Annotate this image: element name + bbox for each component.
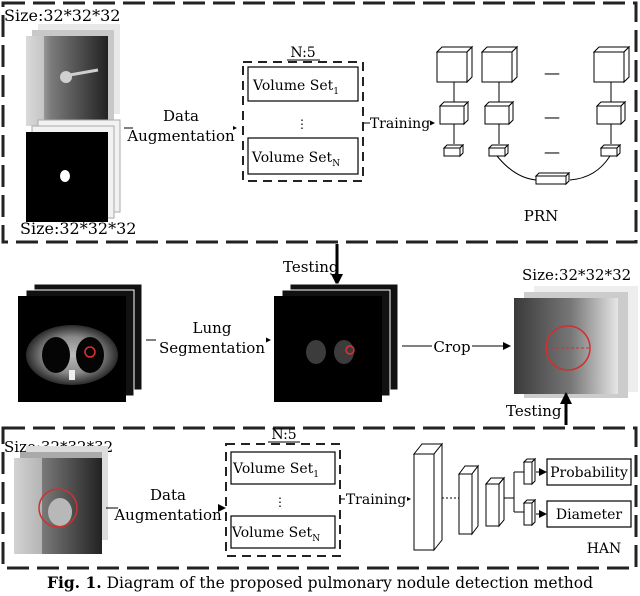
nodule-patch-stack-bottom — [14, 446, 108, 554]
volume-set-group-bottom — [225, 443, 341, 557]
diameter-box — [546, 500, 632, 528]
caption-label: Fig. 1. — [46, 573, 102, 592]
nodule-patch-stack — [26, 24, 120, 126]
prn-dash-1: — — [544, 63, 560, 82]
aug-label-bottom-1: Data — [150, 486, 186, 504]
volume-set-first-bottom: Volume Set1 — [232, 461, 319, 480]
volume-set-group — [242, 61, 364, 182]
han-network — [412, 442, 537, 552]
prn-network — [435, 45, 631, 186]
n-label-bottom: N:5 — [271, 427, 296, 443]
caption-text: Diagram of the proposed pulmonary nodule… — [101, 574, 594, 592]
probability-label: Probability — [550, 465, 628, 481]
diameter-label: Diameter — [556, 507, 623, 523]
figure-caption: Fig. 1. Diagram of the proposed pulmonar… — [0, 573, 640, 592]
seg-label-2: Segmentation — [159, 339, 265, 357]
volume-set-last: Volume SetN — [251, 150, 340, 169]
volume-dots: ⋮ — [296, 117, 308, 131]
prn-dash-3: — — [544, 142, 560, 161]
prn-dash-2: — — [544, 107, 560, 126]
aug-label-1: Data — [163, 107, 199, 125]
testing-label-top: Testing — [283, 258, 339, 276]
size-label-right: Size:32*32*32 — [522, 266, 631, 284]
aug-label-2: Augmentation — [126, 127, 235, 145]
mask-stack — [26, 119, 121, 222]
volume-set-first-box-bottom — [230, 451, 336, 485]
volume-set-last-bottom: Volume SetN — [231, 525, 320, 544]
aug-label-bottom-2: Augmentation — [113, 506, 222, 524]
size-label-bottom: Size:32*32*32 — [20, 219, 136, 238]
volume-set-last-box-bottom — [230, 515, 336, 549]
segmented-lung-stack — [274, 283, 399, 402]
volume-dots-bottom: ⋮ — [274, 495, 286, 509]
probability-box — [546, 458, 632, 486]
volume-set-last-box — [247, 137, 359, 175]
testing-label-bottom: Testing — [506, 402, 562, 420]
n-label-top: N:5 — [290, 45, 315, 61]
volume-set-first: Volume Set1 — [252, 78, 339, 97]
cropped-patch-stack — [514, 286, 638, 398]
ct-slice-stack — [18, 283, 143, 402]
training-label-bottom: Training — [346, 492, 406, 508]
top-panel-border — [1, 1, 638, 244]
training-label-top: Training — [370, 116, 430, 132]
seg-label-1: Lung — [193, 319, 232, 337]
han-label: HAN — [587, 541, 622, 557]
volume-set-first-box — [247, 66, 359, 102]
size-label-top: Size:32*32*32 — [4, 6, 120, 25]
prn-label: PRN — [524, 207, 559, 225]
crop-label: Crop — [433, 338, 470, 356]
bottom-panel-border — [1, 426, 638, 570]
